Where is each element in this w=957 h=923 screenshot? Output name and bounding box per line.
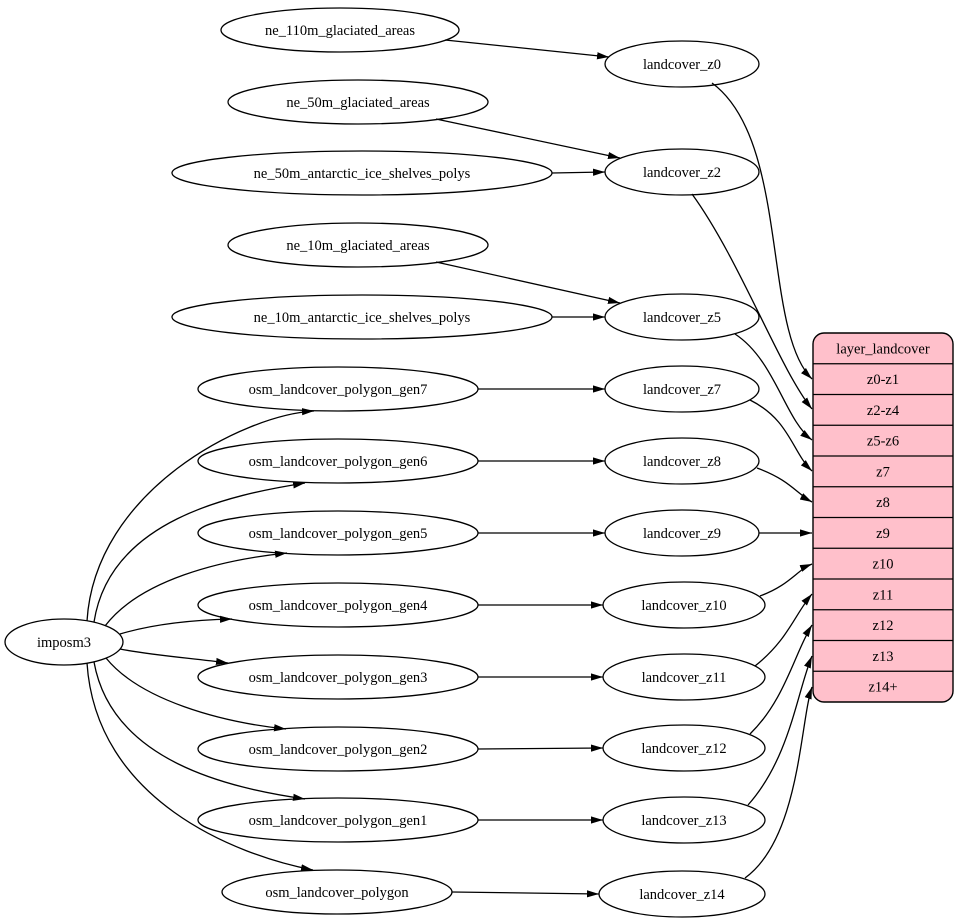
table-row-label-z11: z11 <box>873 587 893 603</box>
table-row-label-z5-z6: z5-z6 <box>867 434 899 450</box>
node-label-ne_10m_antarctic_ice_shelves_polys: ne_10m_antarctic_ice_shelves_polys <box>254 310 471 326</box>
node-landcover_z2: landcover_z2 <box>604 148 760 196</box>
node-ellipse-ne_50m_glaciated_areas <box>227 79 489 125</box>
node-label-osm_landcover_polygon_gen4: osm_landcover_polygon_gen4 <box>249 598 429 614</box>
node-label-landcover_z9: landcover_z9 <box>643 526 721 542</box>
node-landcover_z7: landcover_z7 <box>604 365 760 413</box>
node-label-landcover_z7: landcover_z7 <box>643 382 721 398</box>
edge-landcover_z12-to-layer_landcover.z12 <box>749 624 813 735</box>
table-row-label-z0-z1: z0-z1 <box>867 372 899 388</box>
node-label-osm_landcover_polygon_gen5: osm_landcover_polygon_gen5 <box>249 526 428 542</box>
node-label-landcover_z13: landcover_z13 <box>641 813 726 829</box>
node-ellipse-ne_110m_glaciated_areas <box>220 7 460 53</box>
node-label-osm_landcover_polygon_gen6: osm_landcover_polygon_gen6 <box>249 454 428 470</box>
node-ellipse-imposm3 <box>4 618 124 666</box>
node-osm_landcover_polygon_gen1: osm_landcover_polygon_gen1 <box>197 797 479 843</box>
node-ellipse-landcover_z0 <box>604 40 760 88</box>
node-landcover_z10: landcover_z10 <box>602 581 766 629</box>
edge-ne_10m_glaciated_areas-to-landcover_z5 <box>435 261 621 304</box>
node-landcover_z13: landcover_z13 <box>602 796 766 844</box>
node-label-landcover_z10: landcover_z10 <box>641 598 726 614</box>
node-landcover_z9: landcover_z9 <box>604 509 760 557</box>
node-imposm3: imposm3 <box>4 618 124 666</box>
node-landcover_z8: landcover_z8 <box>604 437 760 485</box>
node-label-landcover_z12: landcover_z12 <box>641 741 726 757</box>
node-ellipse-ne_10m_glaciated_areas <box>227 222 489 268</box>
edge-imposm3-to-osm_landcover_polygon_gen7 <box>86 408 315 622</box>
node-ne_50m_glaciated_areas: ne_50m_glaciated_areas <box>227 79 489 125</box>
edge-landcover_z8-to-layer_landcover.z8 <box>756 467 813 503</box>
edge-osm_landcover_polygon-to-landcover_z14 <box>451 890 600 898</box>
edge-imposm3-to-osm_landcover_polygon_gen1 <box>93 661 306 801</box>
table-row-label-z14+: z14+ <box>868 680 897 696</box>
node-ne_50m_antarctic_ice_shelves_polys: ne_50m_antarctic_ice_shelves_polys <box>171 150 553 196</box>
node-label-landcover_z5: landcover_z5 <box>643 310 721 326</box>
edge-landcover_z13-to-layer_landcover.z13 <box>747 655 813 806</box>
node-label-osm_landcover_polygon_gen1: osm_landcover_polygon_gen1 <box>249 813 428 829</box>
node-ne_10m_glaciated_areas: ne_10m_glaciated_areas <box>227 222 489 268</box>
edge-imposm3-to-osm_landcover_polygon_gen5 <box>104 550 288 627</box>
table-row-label-z2-z4: z2-z4 <box>867 403 900 419</box>
edge-landcover_z2-to-layer_landcover.z2-z4 <box>691 193 813 410</box>
edge-imposm3-to-osm_landcover_polygon <box>86 662 314 872</box>
node-label-osm_landcover_polygon_gen3: osm_landcover_polygon_gen3 <box>249 670 428 686</box>
node-osm_landcover_polygon_gen6: osm_landcover_polygon_gen6 <box>197 438 479 484</box>
node-ne_10m_antarctic_ice_shelves_polys: ne_10m_antarctic_ice_shelves_polys <box>171 294 553 340</box>
table-row-label-z13: z13 <box>873 649 894 665</box>
node-label-ne_10m_glaciated_areas: ne_10m_glaciated_areas <box>286 238 430 254</box>
edge-osm_landcover_polygon_gen2-to-landcover_z12 <box>477 744 604 752</box>
node-osm_landcover_polygon_gen7: osm_landcover_polygon_gen7 <box>197 366 479 412</box>
node-label-landcover_z8: landcover_z8 <box>643 454 721 470</box>
edge-landcover_z0-to-layer_landcover.z0-z1 <box>711 82 813 380</box>
edge-ne_50m_glaciated_areas-to-landcover_z2 <box>435 118 621 160</box>
node-label-ne_50m_glaciated_areas: ne_50m_glaciated_areas <box>286 95 430 111</box>
edge-imposm3-to-osm_landcover_polygon_gen6 <box>93 481 306 623</box>
table-row-label-z10: z10 <box>873 557 894 573</box>
node-landcover_z11: landcover_z11 <box>602 653 766 701</box>
edge-imposm3-to-osm_landcover_polygon_gen3 <box>119 648 229 666</box>
node-label-ne_50m_antarctic_ice_shelves_polys: ne_50m_antarctic_ice_shelves_polys <box>254 166 471 182</box>
edge-ne_110m_glaciated_areas-to-landcover_z0 <box>444 39 610 60</box>
node-label-osm_landcover_polygon: osm_landcover_polygon <box>265 885 409 901</box>
edge-landcover_z11-to-layer_landcover.z11 <box>754 593 813 667</box>
node-label-osm_landcover_polygon_gen7: osm_landcover_polygon_gen7 <box>249 382 428 398</box>
edge-imposm3-to-osm_landcover_polygon_gen2 <box>105 657 287 732</box>
node-osm_landcover_polygon: osm_landcover_polygon <box>221 869 453 915</box>
node-label-ne_110m_glaciated_areas: ne_110m_glaciated_areas <box>265 23 415 39</box>
node-landcover_z14: landcover_z14 <box>598 870 766 918</box>
node-landcover_z0: landcover_z0 <box>604 40 760 88</box>
edge-landcover_z10-to-layer_landcover.z10 <box>759 563 813 597</box>
node-label-imposm3: imposm3 <box>37 635 91 651</box>
edge-imposm3-to-osm_landcover_polygon_gen4 <box>119 615 233 635</box>
table-layer-landcover: layer_landcover z0-z1 z2-z4 z5-z6 z7 z8 z9 z10 z… <box>812 332 954 703</box>
edge-landcover_z14-to-layer_landcover.z14+ <box>744 686 813 879</box>
node-osm_landcover_polygon_gen5: osm_landcover_polygon_gen5 <box>197 510 479 556</box>
node-osm_landcover_polygon_gen2: osm_landcover_polygon_gen2 <box>197 726 479 772</box>
table-row-label-z8: z8 <box>876 495 890 511</box>
node-label-landcover_z0: landcover_z0 <box>643 57 721 73</box>
node-landcover_z5: landcover_z5 <box>604 293 760 341</box>
edge-landcover_z5-to-layer_landcover.z5-z6 <box>734 333 813 441</box>
node-label-landcover_z11: landcover_z11 <box>642 670 727 686</box>
node-label-osm_landcover_polygon_gen2: osm_landcover_polygon_gen2 <box>249 742 428 758</box>
node-ne_110m_glaciated_areas: ne_110m_glaciated_areas <box>220 7 460 53</box>
edge-ne_50m_antarctic_ice_shelves_polys-to-landcover_z2 <box>551 168 606 176</box>
table-row-label-z9: z9 <box>876 526 890 542</box>
edge-landcover_z7-to-layer_landcover.z7 <box>749 399 813 472</box>
node-label-landcover_z14: landcover_z14 <box>639 887 725 903</box>
node-osm_landcover_polygon_gen4: osm_landcover_polygon_gen4 <box>197 582 479 628</box>
table-row-label-z7: z7 <box>876 464 890 480</box>
table-header-label: layer_landcover <box>836 341 930 357</box>
node-osm_landcover_polygon_gen3: osm_landcover_polygon_gen3 <box>197 654 479 700</box>
table-row-label-z12: z12 <box>873 618 894 634</box>
node-landcover_z12: landcover_z12 <box>602 724 766 772</box>
node-label-landcover_z2: landcover_z2 <box>643 165 721 181</box>
